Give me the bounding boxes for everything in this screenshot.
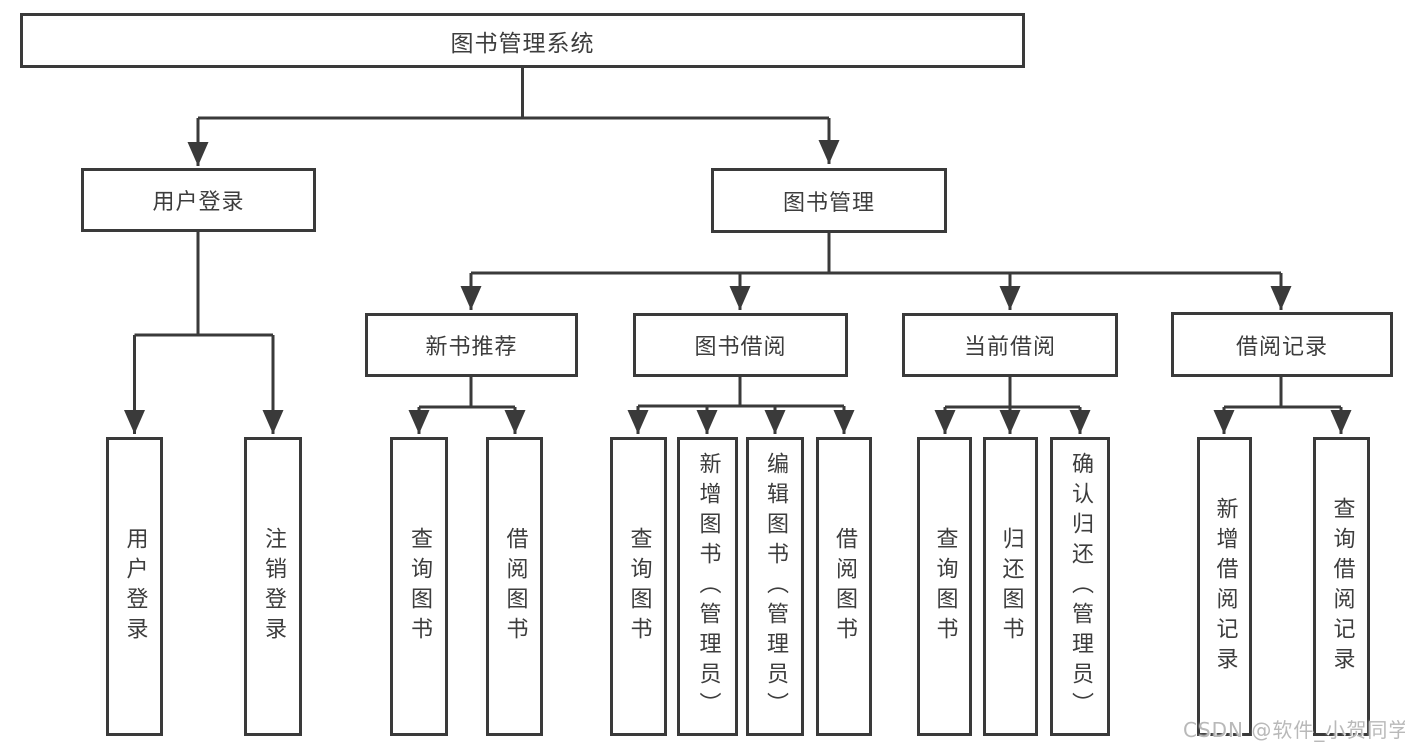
leaf-label: 归还图书 [998,526,1024,647]
leaf-borrow-book-borrow: 借阅图书 [816,437,872,736]
leaf-query-book-borrow: 查询图书 [610,437,667,736]
leaf-label: 新增图书（管理员） [695,451,721,722]
node-book-management: 图书管理 [711,168,947,233]
node-label: 借阅记录 [1235,334,1328,360]
node-label: 图书借阅 [694,335,787,360]
leaf-label: 借阅图书 [502,526,528,647]
leaf-label: 用户登录 [122,526,148,647]
leaf-query-book-recommend: 查询图书 [390,437,448,736]
leaf-add-borrow-record: 新增借阅记录 [1197,437,1252,736]
leaf-edit-book-admin: 编辑图书（管理员） [746,437,804,736]
leaf-label: 确认归还（管理员） [1068,451,1093,722]
node-book-borrow: 图书借阅 [633,313,848,377]
leaf-add-book-admin: 新增图书（管理员） [677,437,738,736]
node-new-book-recommend: 新书推荐 [365,313,578,377]
node-label: 图书管理 [782,190,875,216]
leaf-confirm-return-admin: 确认归还（管理员） [1050,437,1110,736]
leaf-label: 查询借阅记录 [1329,496,1355,677]
leaf-label: 注销登录 [261,526,286,647]
leaf-label: 查询图书 [932,526,958,647]
node-label: 图书管理系统 [450,30,595,57]
leaf-query-book-current: 查询图书 [917,437,972,736]
leaf-label: 新增借阅记录 [1212,496,1238,677]
leaf-label: 查询图书 [407,526,432,647]
node-label: 用户登录 [152,190,245,215]
leaf-logout: 注销登录 [244,437,302,736]
leaf-borrow-book-recommend: 借阅图书 [486,437,543,736]
node-root-library-system: 图书管理系统 [20,13,1025,68]
leaf-query-borrow-record: 查询借阅记录 [1313,437,1370,736]
node-current-borrow: 当前借阅 [902,313,1118,377]
node-borrow-records: 借阅记录 [1171,312,1393,377]
leaf-label: 编辑图书（管理员） [763,451,788,722]
node-label: 新书推荐 [425,335,518,360]
node-user-login: 用户登录 [81,168,316,232]
node-label: 当前借阅 [963,335,1056,360]
watermark: CSDN @软件_小贺同学 [1183,718,1405,742]
leaf-label: 借阅图书 [832,526,857,647]
leaf-return-book: 归还图书 [983,437,1038,736]
leaf-label: 查询图书 [626,526,652,647]
leaf-user-login: 用户登录 [106,437,163,736]
